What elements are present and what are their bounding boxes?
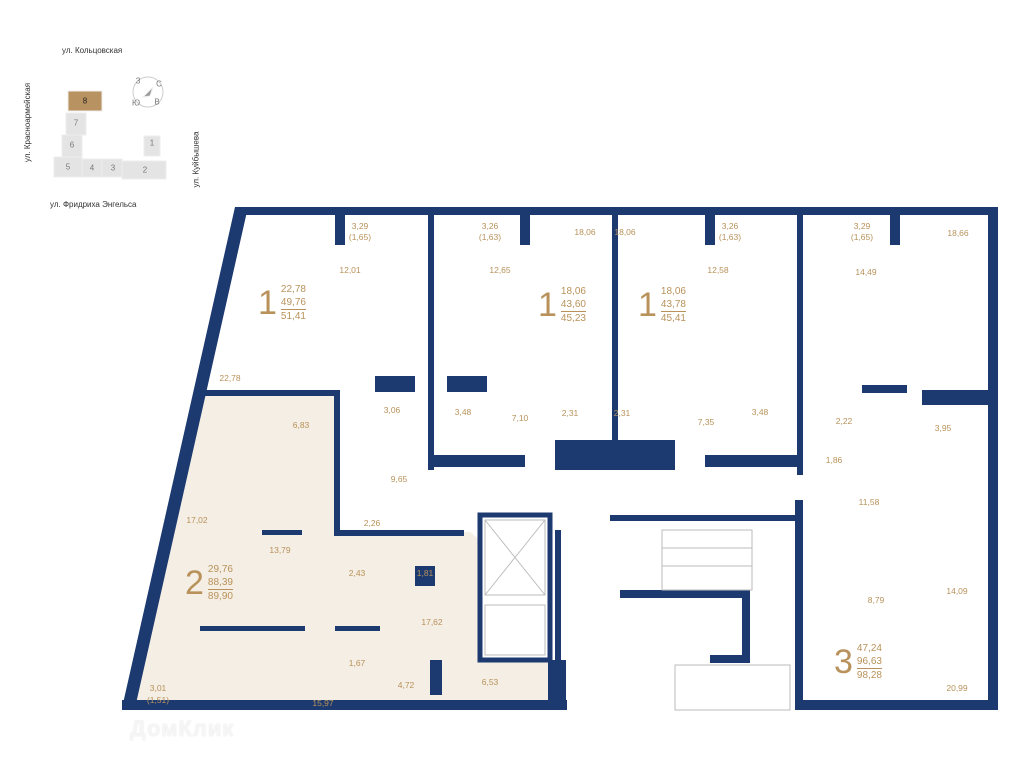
- room-area-label: 14,09: [946, 586, 968, 596]
- building-number[interactable]: 6: [69, 140, 75, 150]
- room-area-label: 14,49: [855, 267, 877, 277]
- site-minimap: [53, 76, 167, 180]
- watermark-logo: ДомКлик: [130, 716, 235, 741]
- room-area-label: 20,99: [946, 683, 968, 693]
- room-area-label: 3,26: [721, 221, 739, 231]
- room-area-label: (1,51): [146, 695, 170, 705]
- room-count: 2: [185, 564, 204, 602]
- walls: [122, 207, 998, 710]
- room-area-label: 17,62: [421, 617, 443, 627]
- room-area-label: 13,79: [269, 545, 291, 555]
- room-area-label: 3,48: [454, 407, 472, 417]
- room-area-label: 17,02: [186, 515, 208, 525]
- room-count: 1: [538, 286, 557, 324]
- building-8-selected[interactable]: [67, 90, 103, 112]
- total-area-with-balcony: 45,23: [560, 313, 586, 324]
- fixtures: [484, 519, 791, 711]
- room-area-label: 2,22: [835, 416, 853, 426]
- room-area-label: 8,79: [867, 595, 885, 605]
- street-north: ул. Кольцовская: [62, 46, 123, 55]
- room-area-label: 6,53: [481, 677, 499, 687]
- room-area-label: 3,95: [934, 423, 952, 433]
- living-area: 47,24: [856, 643, 882, 654]
- room-area-label: (1,63): [718, 232, 742, 242]
- room-area-label: 15,97: [312, 698, 334, 708]
- room-area-label: 18,06: [574, 227, 596, 237]
- total-area: 43,78: [660, 299, 686, 312]
- room-area-label: 11,58: [858, 497, 880, 507]
- room-area-label: 2,31: [613, 408, 631, 418]
- room-area-label: 12,58: [707, 265, 729, 275]
- building-number[interactable]: 2: [142, 165, 148, 175]
- total-area: 96,63: [856, 656, 882, 669]
- compass-east: В: [154, 97, 160, 107]
- street-east: ул. Куйбышева: [191, 131, 201, 188]
- total-area: 43,60: [560, 299, 586, 312]
- building-number[interactable]: 7: [73, 118, 79, 128]
- total-area-with-balcony: 51,41: [280, 311, 306, 322]
- room-area-label: 18,66: [947, 228, 969, 238]
- room-count: 3: [834, 643, 853, 681]
- room-area-label: 3,29: [351, 221, 369, 231]
- street-south: ул. Фридриха Энгельса: [50, 200, 137, 209]
- room-area-label: 22,78: [219, 373, 241, 383]
- room-count: 1: [258, 284, 277, 322]
- total-area-with-balcony: 45,41: [660, 313, 686, 324]
- room-area-label: 3,01: [149, 683, 167, 693]
- room-area-label: 1,67: [348, 658, 366, 668]
- room-area-label: 4,72: [397, 680, 415, 690]
- living-area: 22,78: [280, 284, 306, 295]
- room-area-label: 3,06: [383, 405, 401, 415]
- total-area: 49,76: [280, 297, 306, 310]
- room-area-label: (1,65): [348, 232, 372, 242]
- compass-arrow-icon: [141, 86, 154, 98]
- room-area-label: (1,65): [850, 232, 874, 242]
- building-number[interactable]: 5: [65, 162, 71, 172]
- room-area-label: 2,26: [363, 518, 381, 528]
- living-area: 18,06: [560, 286, 586, 297]
- compass-south: Ю: [131, 98, 141, 108]
- living-area: 18,06: [660, 286, 686, 297]
- room-area-label: 6,83: [292, 420, 310, 430]
- building-number[interactable]: 3: [110, 163, 116, 173]
- room-area-label: 2,31: [561, 408, 579, 418]
- street-west: ул. Красноармейская: [23, 82, 33, 163]
- room-area-label: 9,65: [390, 474, 408, 484]
- room-area-label: 3,48: [751, 407, 769, 417]
- room-count: 1: [638, 286, 657, 324]
- room-area-label: 12,65: [489, 265, 511, 275]
- living-area: 29,76: [207, 564, 233, 575]
- compass-west: З: [135, 76, 141, 86]
- building-number[interactable]: 8: [82, 96, 88, 106]
- total-area-with-balcony: 98,28: [856, 670, 882, 681]
- room-area-label: 1,86: [825, 455, 843, 465]
- building-number[interactable]: 1: [149, 138, 155, 148]
- room-area-label: 2,43: [348, 568, 366, 578]
- total-area: 88,39: [207, 577, 233, 590]
- compass-north: С: [156, 79, 162, 89]
- room-area-label: (1,63): [478, 232, 502, 242]
- room-area-label: 3,26: [481, 221, 499, 231]
- room-area-label: 7,10: [511, 413, 529, 423]
- building-number[interactable]: 4: [89, 163, 95, 173]
- room-area-label: 7,35: [697, 417, 715, 427]
- room-area-label: 12,01: [339, 265, 361, 275]
- total-area-with-balcony: 89,90: [207, 591, 233, 602]
- room-area-label: 18,06: [614, 227, 636, 237]
- room-area-label: 3,29: [853, 221, 871, 231]
- room-area-label: 1,81: [416, 568, 434, 578]
